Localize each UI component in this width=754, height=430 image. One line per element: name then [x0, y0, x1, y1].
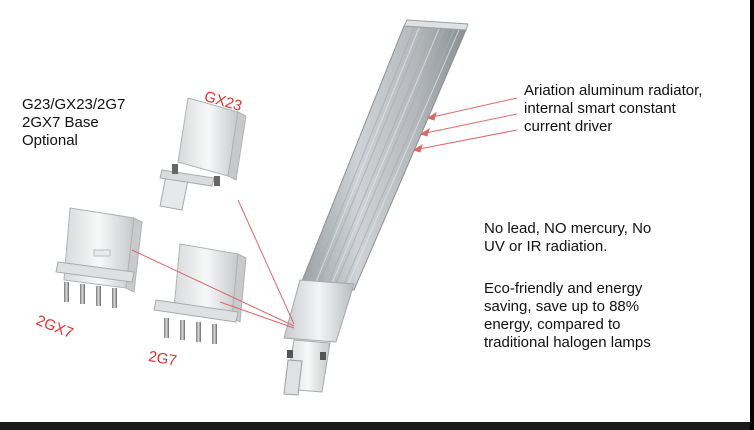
base-options-caption: G23/GX23/2G7 2GX7 Base Optional: [22, 96, 126, 149]
gx23-base: [159, 97, 247, 211]
eco-description: Eco-friendly and energy saving, save up …: [484, 280, 651, 351]
radiator-description: Ariation aluminum radiator, internal sma…: [524, 82, 703, 135]
right-border: [750, 0, 754, 430]
led-tube-lamp: [283, 19, 469, 396]
safety-description: No lead, NO mercury, No UV or IR radiati…: [484, 220, 652, 255]
2g7-base: [153, 243, 247, 344]
pointer-lines: [131, 97, 518, 329]
bottom-border: [0, 422, 754, 430]
2gx7-base: [55, 207, 143, 308]
